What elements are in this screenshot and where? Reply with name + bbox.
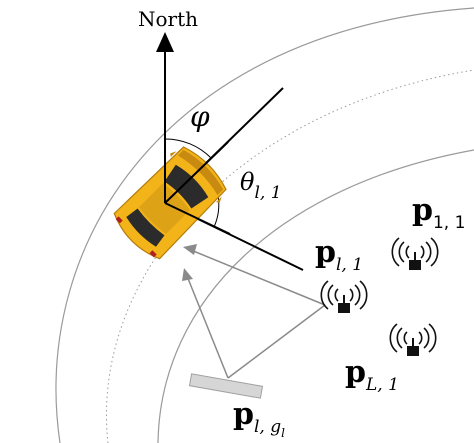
los-ray [185,247,326,306]
road-outer-edge [55,7,474,443]
los-ray-arrowhead [183,244,197,255]
heading-angle-arc [164,138,212,159]
north-arrow-icon [156,32,174,52]
reflector-label: pl, gl [233,397,285,440]
ray-to-reflector [227,304,326,379]
antenna-icon [389,323,437,356]
anchor-label-L-1: pL, 1 [345,355,399,395]
antenna-icon [320,280,368,313]
car-icon [113,146,227,260]
reflected-ray-arrowhead [182,268,193,281]
anchor-label-l-1: pl, 1 [315,235,363,275]
road [55,7,474,443]
reflector-icon [188,373,264,399]
heading-angle-symbol: φ [190,100,210,133]
multipath-ray [182,244,326,379]
anchor-label-1-1: p1, 1 [412,193,465,233]
antenna-icon [391,237,439,270]
anchor-angle-label: θl, 1 [240,168,282,203]
road-inner-edge [157,149,474,443]
north-label: North [138,7,198,31]
angle-lines-overlay [164,141,231,235]
reflected-ray [184,270,229,379]
